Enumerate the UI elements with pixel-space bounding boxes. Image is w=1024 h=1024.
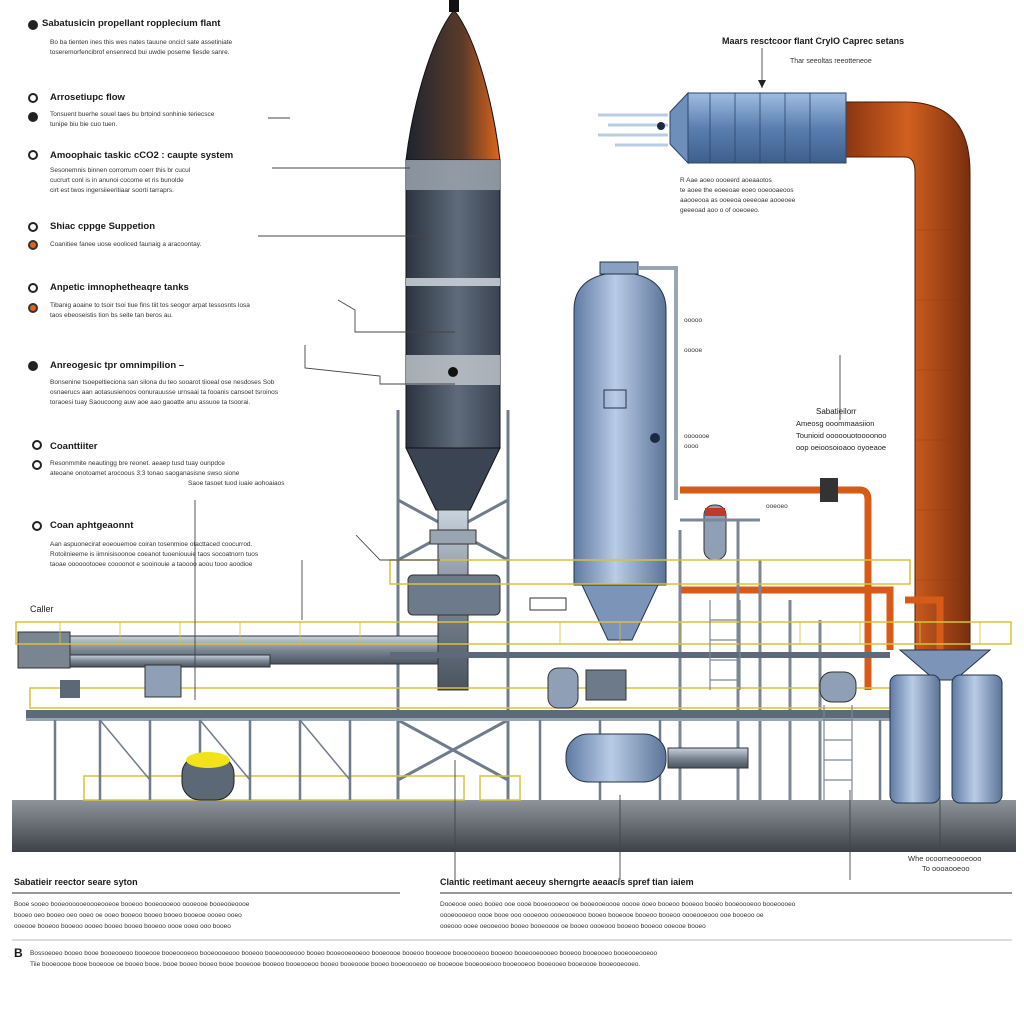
bottom-letter: B — [14, 946, 23, 960]
footer-line: Booe sooeo booeoooooeoooeooeoe booeoo bo… — [14, 901, 250, 908]
label-marker-icon — [28, 361, 38, 371]
footer-right-line: Whe ocoomeoooeooo — [908, 854, 982, 863]
tag-label: ooeoeo — [766, 503, 788, 510]
label-marker-icon — [28, 150, 38, 160]
label-line: cucrurt conl is in anunoi cocome et ris … — [50, 177, 184, 184]
bottom-paragraph: Bossoeoeo booeo booe booeooeoo booeooe b… — [30, 948, 1010, 970]
footer-line: oooeoooeoo oooe booe ooo oooeooo oooeooe… — [440, 912, 764, 919]
label-title: Coan aphtgeaonnt — [50, 520, 134, 531]
stack-label-line: oop oeioosoioaoo oyoeaoe — [796, 443, 887, 452]
label-line: toseremorfencibrof ensenrecd bui uwdie p… — [50, 49, 230, 56]
label-title: Amoophaic taskic cCO2 : caupte system — [50, 150, 234, 161]
bottom-line: Tiie booeoooe booe booeooe oe booeo booe… — [30, 961, 641, 968]
label-title: Coanttiiter — [50, 441, 98, 452]
label-body: Coanitiee fanee uose eooliced faunaig a … — [50, 240, 201, 250]
label-marker-icon — [28, 303, 38, 313]
label-body: Bonsenine tsoepeltieciona san silona du … — [50, 378, 278, 408]
label-body: Sesonemnis binnen corrorrum coerr this b… — [50, 166, 190, 196]
tag-label: ooooe — [684, 347, 703, 354]
right-mid-note: R Aae aoeo oooeerd aoeaaotos te aoee the… — [680, 176, 795, 216]
note-line: aaooeooa as ooeeoa oeeeoae aooeoee — [680, 197, 796, 204]
label-line: cirt est twos ingersiieeritiaar soorti t… — [50, 187, 174, 194]
note-line: geeeoad aoo o of ooeoeeo. — [680, 207, 760, 214]
label-line: taoae ooooootooee coooonot e sooinouie a… — [50, 561, 253, 568]
label-marker-icon — [28, 112, 38, 122]
label-body: Tibanig aoaine to tsoir tsoi tiue fins t… — [50, 301, 250, 321]
top-right-subtitle: Thar seeoltas reeotteneoe — [790, 58, 872, 65]
footer-center-body: Dooeooe ooeo booeo ooe oooe booeoooeoo o… — [440, 899, 795, 932]
stack-label-line: Tounioid ooooouotoooonoo — [796, 431, 887, 440]
stack-label-line: Ameosg ooommaasiion — [796, 419, 875, 428]
stack-label-title: Sabatieilorr — [816, 407, 857, 416]
stack-label-body: Ameosg ooommaasiion Tounioid ooooouotooo… — [796, 418, 887, 454]
label-line: Bonsenine tsoepeltieciona san silona du … — [50, 379, 275, 386]
tag-label: ooooooe — [684, 433, 710, 440]
label-line: toraoesi tuay Saoucoong auw aoe aao gaoa… — [50, 399, 251, 406]
caller-label: Caller — [30, 604, 54, 614]
label-line: Resonmmite neautingg bre reonet. aeaep t… — [50, 460, 225, 467]
label-line: Tonsuent buerhe souel taes bu brtoind so… — [50, 111, 215, 118]
label-body: Tonsuent buerhe souel taes bu brtoind so… — [50, 110, 214, 130]
label-line: Rotoilnieeme is iimnisisoonoe coeanot tu… — [50, 551, 259, 558]
label-title: Sabatusicin propellant ropplecium flant — [42, 18, 221, 29]
tag-label: ooooo — [684, 317, 703, 324]
footer-line: booeo oeo booeo oeo ooeo oe ooeo booeoo … — [14, 912, 242, 919]
bottom-line: Bossoeoeo booeo booe booeooeoo booeooe b… — [30, 950, 658, 957]
footer-line: ooeooe booeoo booeoo oooeo booeo booeo b… — [14, 923, 231, 930]
label-body: Bo ba tienten ines this wes nates tauune… — [50, 38, 232, 58]
stack-label: Sabatieilorr Ameosg ooommaasiion Tounioi… — [796, 406, 887, 454]
label-line: Sesonemnis binnen corrorrum coerr this b… — [50, 167, 191, 174]
note-line: R Aae aoeo oooeerd aoeaaotos — [680, 177, 772, 184]
label-line: Coanitiee fanee uose eooliced faunaig a … — [50, 241, 202, 248]
label-title: Anreogesic tpr omnimpilion – — [50, 360, 185, 371]
footer-right-label: Whe ocoomeoooeooo To oooaooeoo — [908, 854, 981, 874]
label-line: osnaerucs aan aotasusienoos oonurauusse … — [50, 389, 279, 396]
label-line: ateoane onotoamet arocoous 3:3 tonao sao… — [50, 470, 240, 477]
label-marker-icon — [28, 222, 38, 232]
label-line: Tibanig aoaine to tsoir tsoi tiue fins t… — [50, 302, 250, 309]
top-right-title: Maars resctcoor flant CrylO Caprec setan… — [722, 36, 905, 46]
label-body: Resonmmite neautingg bre reonet. aeaep t… — [50, 459, 285, 489]
label-line: tunipe biu bie cuo tuen. — [50, 121, 118, 128]
label-line: Aan aspuonecirat eoeouemoe coiran tosenm… — [50, 541, 253, 548]
label-marker-icon — [28, 240, 38, 250]
footer-center-title: Clantic reetimant aeceuy sherngrte aeaac… — [440, 877, 694, 887]
footer-line: Dooeooe ooeo booeo ooe oooe booeoooeoo o… — [440, 901, 796, 908]
note-line: te aoee the eoeeoae eoeo ooeooaeoos — [680, 187, 794, 194]
label-body: Aan aspuonecirat eoeouemoe coiran tosenm… — [50, 540, 258, 570]
label-marker-icon — [28, 20, 38, 30]
footer-line: ooeooo ooee oeooeooo booeo booeoooe oe b… — [440, 923, 706, 930]
footer-right-line: To oooaooeoo — [922, 864, 970, 873]
label-marker-icon — [32, 440, 42, 450]
label-line: taos ebeoseistis tion bs seite tan beros… — [50, 312, 173, 319]
label-marker-icon — [32, 521, 42, 531]
label-title: Arrosetiupc flow — [50, 92, 125, 103]
label-line: Saoe tasoet tuod iuaie aohoaiaos — [188, 480, 285, 487]
label-marker-icon — [28, 283, 38, 293]
label-marker-icon — [32, 460, 42, 470]
label-line: Bo ba tienten ines this wes nates tauune… — [50, 39, 233, 46]
label-title: Shiac cppge Suppetion — [50, 221, 156, 232]
label-title: Anpetic imnophetheaqre tanks — [50, 282, 189, 293]
tag-label: oooo — [684, 443, 699, 450]
label-marker-icon — [28, 93, 38, 103]
footer-left-body: Booe sooeo booeoooooeoooeooeoe booeoo bo… — [14, 899, 249, 932]
footer-left-title: Sabatieir reector seare syton — [14, 877, 138, 887]
